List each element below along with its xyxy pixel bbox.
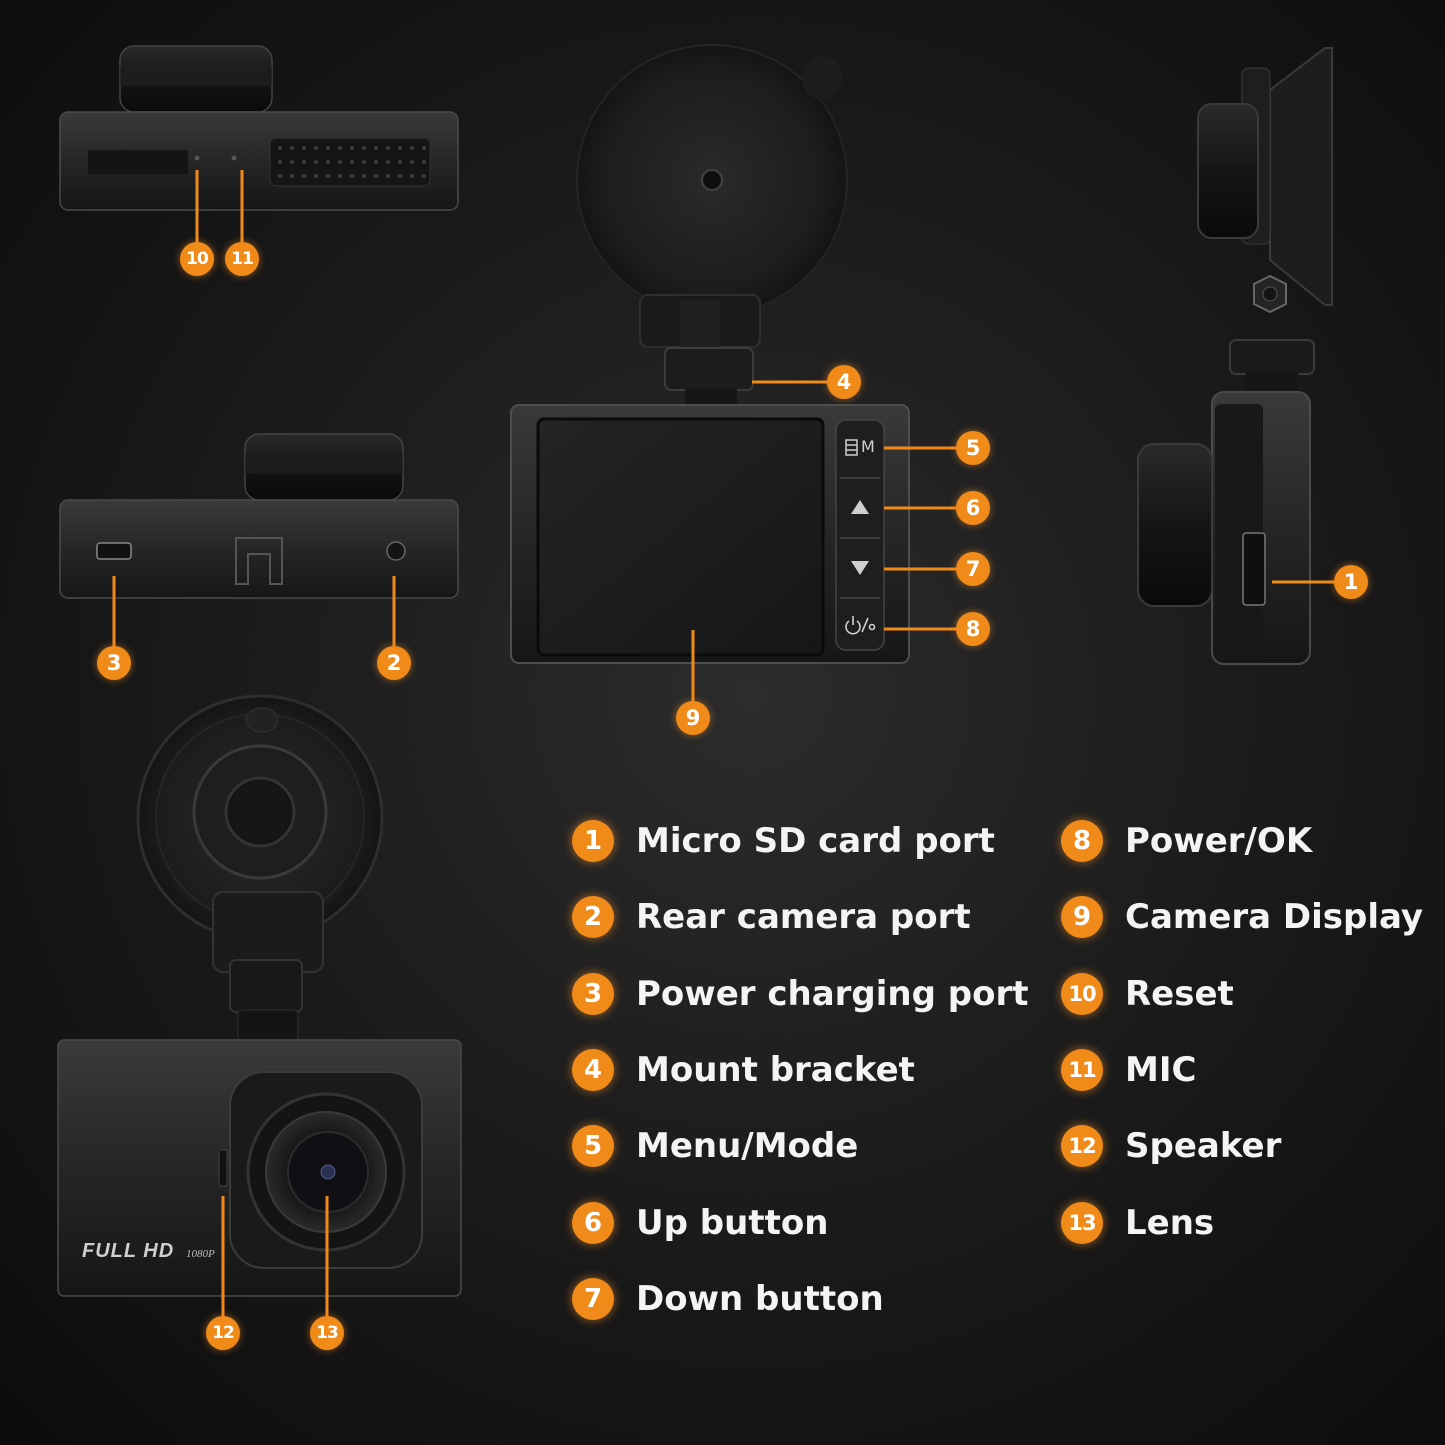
speaker-grille-top (278, 146, 426, 178)
power-icon (845, 616, 876, 635)
up-arrow-icon (851, 500, 869, 514)
legend-label: Power charging port (636, 973, 1029, 1014)
device-rear-view (510, 44, 910, 664)
callout-badge-1: 1 (1334, 565, 1368, 599)
callout-badge-9: 9 (676, 701, 710, 735)
callout-badge-4: 4 (827, 365, 861, 399)
callout-badge-8: 8 (956, 612, 990, 646)
legend-label: Up button (636, 1202, 829, 1243)
full-hd-text: FULL HD (82, 1240, 175, 1262)
legend-number: 1 (572, 820, 614, 862)
device-side-view (1137, 47, 1333, 665)
callout-badge-3: 3 (97, 646, 131, 680)
leader-lines (112, 170, 1336, 1318)
legend-number: 3 (572, 972, 614, 1015)
legend-number: 13 (1061, 1201, 1103, 1244)
legend-number: 11 (1061, 1048, 1103, 1091)
callout-badge-13: 13 (310, 1316, 344, 1350)
legend-number: 8 (1061, 820, 1103, 862)
resolution-text: 1080P (186, 1248, 215, 1260)
callout-badge-11: 11 (225, 242, 259, 276)
legend-number: 12 (1061, 1125, 1103, 1168)
legend-number: 6 (572, 1201, 614, 1244)
rear-port (386, 541, 406, 561)
legend-number: 7 (572, 1277, 614, 1320)
callout-badge-7: 7 (956, 552, 990, 586)
down-arrow-icon (851, 561, 869, 575)
mount-bracket (664, 347, 754, 391)
callout-badge-2: 2 (377, 646, 411, 680)
device-top-view (59, 45, 459, 211)
legend-label: Power/OK (1125, 821, 1313, 861)
legend-label: Mount bracket (636, 1049, 915, 1090)
device-bottom-view (59, 433, 459, 599)
lens-icon (320, 1164, 336, 1180)
menu-icon (845, 439, 858, 456)
legend-label: Camera Display (1125, 897, 1424, 938)
legend-number: 9 (1061, 896, 1103, 939)
legend-label: Reset (1125, 973, 1234, 1014)
legend-number: 2 (572, 896, 614, 939)
display-screen (536, 417, 825, 657)
legend-label: MIC (1125, 1049, 1197, 1090)
menu-mode-letter: M (861, 437, 875, 456)
callout-badge-10: 10 (180, 242, 214, 276)
mic-hole (231, 155, 237, 161)
legend-label: Menu/Mode (636, 1126, 859, 1167)
sd-slot (1242, 532, 1266, 606)
legend-label: Lens (1125, 1202, 1215, 1243)
legend-number: 10 (1061, 972, 1103, 1015)
legend-label: Speaker (1125, 1126, 1282, 1167)
legend-label: Down button (636, 1278, 884, 1319)
callout-badge-5: 5 (956, 431, 990, 465)
usb-port (96, 542, 132, 560)
speaker-grille (218, 1149, 228, 1187)
device-front-view (57, 694, 462, 1297)
callout-badge-6: 6 (956, 491, 990, 525)
legend-number: 4 (572, 1048, 614, 1091)
legend-label: Rear camera port (636, 897, 971, 938)
legend-label: Micro SD card port (636, 821, 995, 861)
reset-pinhole (194, 155, 200, 161)
callout-badge-12: 12 (206, 1316, 240, 1350)
legend-number: 5 (572, 1125, 614, 1168)
